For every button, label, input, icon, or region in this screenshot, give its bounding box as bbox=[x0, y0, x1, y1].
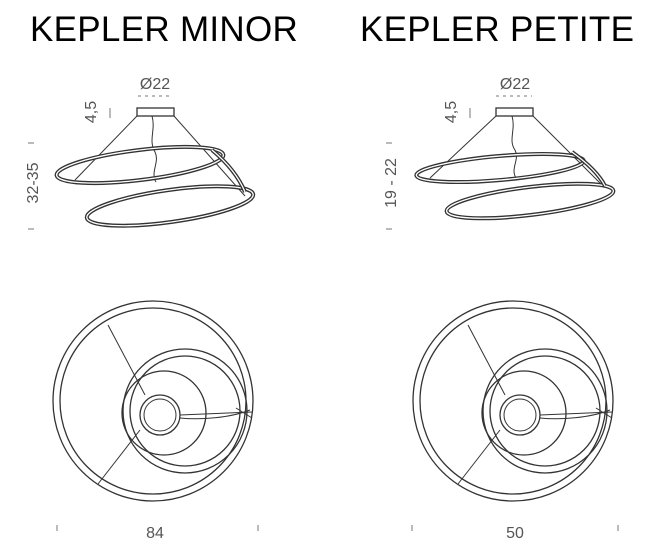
middle-ring-top bbox=[482, 348, 608, 474]
kepler-minor-side-view: Ø22 4,5 32-35 bbox=[25, 76, 256, 230]
height-range-label: 32-35 bbox=[25, 162, 42, 203]
canopy-diameter-label: Ø22 bbox=[500, 76, 530, 93]
kepler-petite-side-view: Ø22 4,5 19 - 22 bbox=[383, 76, 616, 230]
canopy-diameter-label: Ø22 bbox=[140, 76, 170, 93]
center-canopy-top bbox=[499, 394, 541, 436]
outer-ring-top bbox=[52, 300, 254, 502]
middle-ring-top bbox=[122, 348, 248, 474]
model-title-kepler-petite: KEPLER PETITE bbox=[360, 10, 635, 49]
outer-ring-top bbox=[412, 300, 614, 502]
height-range-label: 19 - 22 bbox=[383, 158, 400, 208]
diameter-label: 84 bbox=[146, 525, 164, 542]
canopy-shape bbox=[495, 107, 534, 117]
model-title-kepler-minor: KEPLER MINOR bbox=[30, 10, 299, 49]
kepler-minor-top-view: 84 bbox=[52, 300, 259, 542]
center-canopy-top bbox=[139, 394, 181, 436]
canopy-shape bbox=[136, 107, 175, 117]
canopy-height-label: 4,5 bbox=[443, 101, 460, 123]
canopy-height-label: 4,5 bbox=[83, 101, 100, 123]
diameter-label: 50 bbox=[506, 525, 524, 542]
kepler-petite-top-view: 50 bbox=[411, 300, 619, 542]
